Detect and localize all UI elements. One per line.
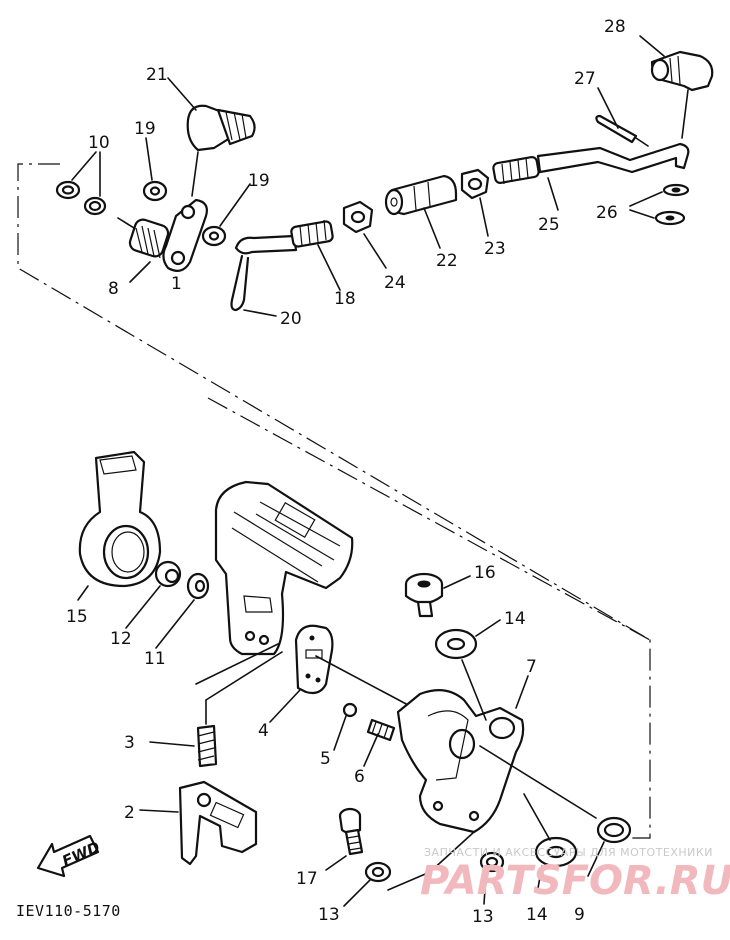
part-21-rubber-boot xyxy=(167,77,256,197)
label-part-16: 16 xyxy=(474,563,496,583)
label-part-7: 7 xyxy=(526,657,537,677)
part-26-washers xyxy=(629,183,690,226)
label-part-3: 3 xyxy=(124,733,135,753)
label-part-25: 25 xyxy=(538,215,560,235)
part-27-cotter-pin xyxy=(595,87,649,147)
watermark-brand: PARTSFOR.RU xyxy=(420,858,730,904)
label-part-26: 26 xyxy=(596,203,618,223)
part-9-washer xyxy=(587,816,632,877)
label-part-18: 18 xyxy=(334,289,356,309)
part-3-spring xyxy=(149,651,283,768)
label-part-17: 17 xyxy=(296,869,318,889)
label-part-5: 5 xyxy=(320,749,331,769)
part-24-nut xyxy=(342,200,387,269)
part-13-washer-2 xyxy=(479,851,505,905)
part-20-cotter-pin xyxy=(230,254,277,317)
part-number-labels: 1 2 3 4 5 6 7 8 9 10 11 12 13 13 14 14 1… xyxy=(66,17,626,927)
label-part-14: 14 xyxy=(504,609,526,629)
watermark: ЗАПЧАСТИ И АКСЕССУАРЫ ДЛЯ МОТОТЕХНИКИ PA… xyxy=(420,846,730,904)
part-5-ball xyxy=(333,702,358,751)
part-11-washer xyxy=(155,572,210,649)
label-part-2: 2 xyxy=(124,803,135,823)
label-part-13-b: 13 xyxy=(472,907,494,927)
label-part-22: 22 xyxy=(436,251,458,271)
label-part-13: 13 xyxy=(318,905,340,925)
label-part-9: 9 xyxy=(574,905,585,925)
part-19-nut-2 xyxy=(201,183,251,247)
part-15-handle-bracket xyxy=(77,450,162,601)
part-6-plunger xyxy=(363,718,396,767)
label-part-27: 27 xyxy=(574,69,596,89)
part-4-plate xyxy=(269,624,411,723)
label-part-12: 12 xyxy=(110,629,132,649)
part-25-shift-rod xyxy=(492,142,690,211)
label-part-21: 21 xyxy=(146,65,168,85)
label-part-23: 23 xyxy=(484,239,506,259)
part-8-shift-lever xyxy=(117,198,208,283)
assembly-boundary-lines xyxy=(17,163,651,839)
part-12-bushing xyxy=(125,560,182,629)
part-18-shift-rod xyxy=(234,219,341,291)
label-part-4: 4 xyxy=(258,721,269,741)
part-14-washer-2 xyxy=(523,793,578,889)
label-part-1: 1 xyxy=(171,274,182,294)
label-part-19: 19 xyxy=(134,119,156,139)
part-14-washer xyxy=(434,619,501,721)
part-28-rod-end xyxy=(639,35,714,139)
label-part-20: 20 xyxy=(280,309,302,329)
label-part-19-b: 19 xyxy=(248,171,270,191)
label-part-10: 10 xyxy=(88,133,110,153)
label-part-6: 6 xyxy=(354,767,365,787)
diagram-code: IEV110-5170 xyxy=(16,902,121,920)
part-1-shift-handle xyxy=(195,480,354,685)
part-19-nut xyxy=(142,137,168,202)
part-16-bolt xyxy=(404,572,471,618)
label-part-15: 15 xyxy=(66,607,88,627)
watermark-caption: ЗАПЧАСТИ И АКСЕССУАРЫ ДЛЯ МОТОТЕХНИКИ xyxy=(424,846,713,859)
part-7-bracket-housing xyxy=(387,675,597,891)
part-10-washers xyxy=(55,151,107,216)
part-2-detent-plate xyxy=(139,780,258,866)
label-part-8: 8 xyxy=(108,279,119,299)
label-part-11: 11 xyxy=(144,649,166,669)
label-part-14-b: 14 xyxy=(526,905,548,925)
part-13-washer xyxy=(343,861,392,907)
forward-direction-arrow: FWD xyxy=(36,834,103,878)
label-part-24: 24 xyxy=(384,273,406,293)
part-17-bolt xyxy=(325,807,364,871)
part-22-connector xyxy=(384,174,458,249)
label-part-28: 28 xyxy=(604,17,626,37)
part-23-nut xyxy=(460,168,490,237)
